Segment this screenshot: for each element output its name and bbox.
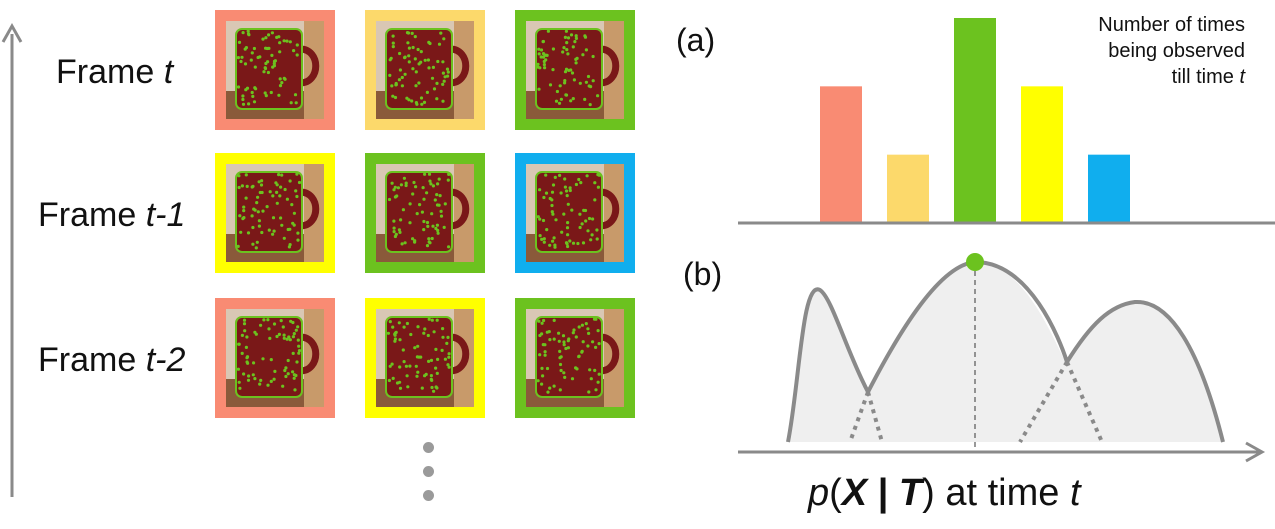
frame-tile	[215, 153, 335, 273]
axis-caption: p(X | T) at time t	[808, 472, 1081, 514]
ellipsis-dot	[423, 466, 434, 477]
time-axis-arrow	[1, 22, 23, 497]
bar-blue	[1088, 154, 1130, 223]
counts-caption: Number of times being observed till time…	[1098, 14, 1245, 88]
mug-image	[526, 164, 624, 262]
mug-image	[376, 309, 474, 407]
frame-tile	[215, 298, 335, 418]
bar-salmon	[820, 86, 862, 223]
frame-tile	[215, 10, 335, 130]
bar-green	[954, 18, 996, 223]
bar-yellow	[1021, 86, 1063, 223]
peak-marker-dot	[966, 253, 984, 271]
ellipsis-dot	[423, 442, 434, 453]
ellipsis-dot	[423, 490, 434, 501]
x-axis-arrowhead	[1245, 441, 1266, 463]
row-label-frame-t-2: Frame t-2	[38, 341, 186, 379]
frame-tile	[515, 153, 635, 273]
frame-tile	[365, 153, 485, 273]
frame-tile	[515, 10, 635, 130]
row-label-frame-t-1: Frame t-1	[38, 196, 186, 234]
panel-b-label: (b)	[683, 256, 723, 292]
bar-light-orange	[887, 154, 929, 223]
frame-tile	[365, 298, 485, 418]
mug-image	[376, 164, 474, 262]
distribution-fill	[788, 262, 1223, 442]
observation-count-bar-chart	[738, 18, 1275, 225]
frame-tile	[515, 298, 635, 418]
mug-image	[226, 21, 324, 119]
panel-a-label: (a)	[676, 22, 716, 58]
distribution-plot	[738, 253, 1266, 463]
component-curve-left	[786, 287, 870, 443]
frame-tile	[365, 10, 485, 130]
component-curve-right	[1065, 299, 1225, 443]
hidden-tail-right	[1018, 360, 1069, 444]
row-label-frame-t: Frame t	[56, 53, 174, 91]
mug-image	[226, 309, 324, 407]
mug-image	[526, 21, 624, 119]
hidden-tail-mid-b	[1065, 361, 1104, 443]
mug-image	[226, 164, 324, 262]
mug-image	[376, 21, 474, 119]
mug-image	[526, 309, 624, 407]
